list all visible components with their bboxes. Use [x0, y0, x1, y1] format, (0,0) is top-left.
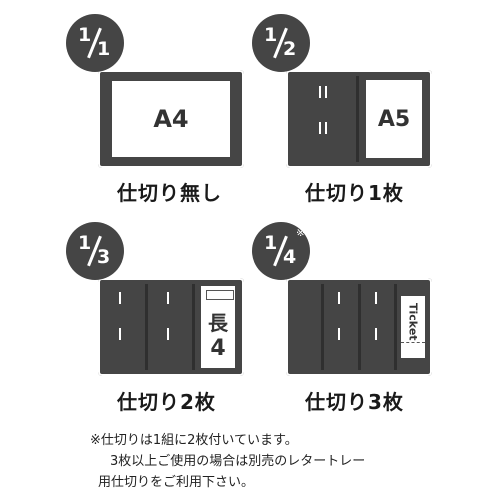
note-mark: ※ — [296, 226, 306, 239]
ticket-perforation — [401, 342, 425, 343]
caption-1-3: 仕切り2枚 — [117, 390, 216, 414]
footnote-line-1: ※仕切りは1組に2枚付いています。 — [90, 433, 298, 448]
caption-1-1: 仕切り無し — [117, 181, 222, 205]
sheet-envelope-naga4: 長 4 — [199, 284, 237, 370]
sheet-a5: A5 — [364, 78, 424, 160]
fraction-badge-1-2: 1 2 — [252, 14, 310, 72]
tray-1-2: A5 — [286, 70, 432, 168]
sheet-ticket: Ticket — [399, 294, 427, 360]
footnote-line-3: 用仕切りをご利用下さい。 — [98, 475, 255, 490]
tray-1-3: 長 4 — [98, 278, 244, 376]
fraction-badge-1-4: 1 4 ※ — [252, 222, 310, 280]
caption-1-4: 仕切り3枚 — [305, 390, 404, 414]
footnote: ※仕切りは1組に2枚付いています。 3枚以上ご使用の場合は別売のレタートレー 用… — [90, 430, 366, 493]
fraction-badge-1-1: 1 1 — [66, 14, 124, 72]
caption-1-2: 仕切り1枚 — [305, 181, 404, 205]
tray-1-4: Ticket — [286, 278, 432, 376]
postal-code-boxes — [206, 290, 234, 300]
tray-1-1: A4 — [98, 70, 244, 168]
footnote-line-2: 3枚以上ご使用の場合は別売のレタートレー — [110, 454, 366, 469]
sheet-a4: A4 — [110, 79, 232, 159]
fraction-badge-1-3: 1 3 — [66, 222, 124, 280]
